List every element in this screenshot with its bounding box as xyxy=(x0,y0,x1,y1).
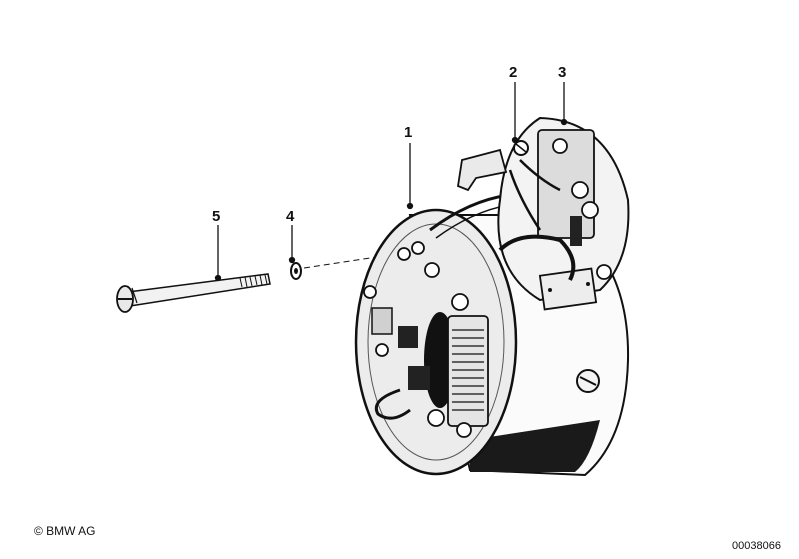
callout-3: 3 xyxy=(558,64,566,81)
washer-part xyxy=(290,262,302,280)
callout-2: 2 xyxy=(509,64,517,81)
copyright-text: © BMW AG xyxy=(34,524,96,538)
callout-5: 5 xyxy=(212,208,220,225)
regulator-part xyxy=(457,116,630,311)
callout-1: 1 xyxy=(404,124,412,141)
leader-lines xyxy=(214,82,568,282)
callout-4: 4 xyxy=(286,208,295,225)
alternator-body xyxy=(354,192,630,477)
document-number: 00038066 xyxy=(732,540,781,552)
bolt-part xyxy=(116,273,271,313)
